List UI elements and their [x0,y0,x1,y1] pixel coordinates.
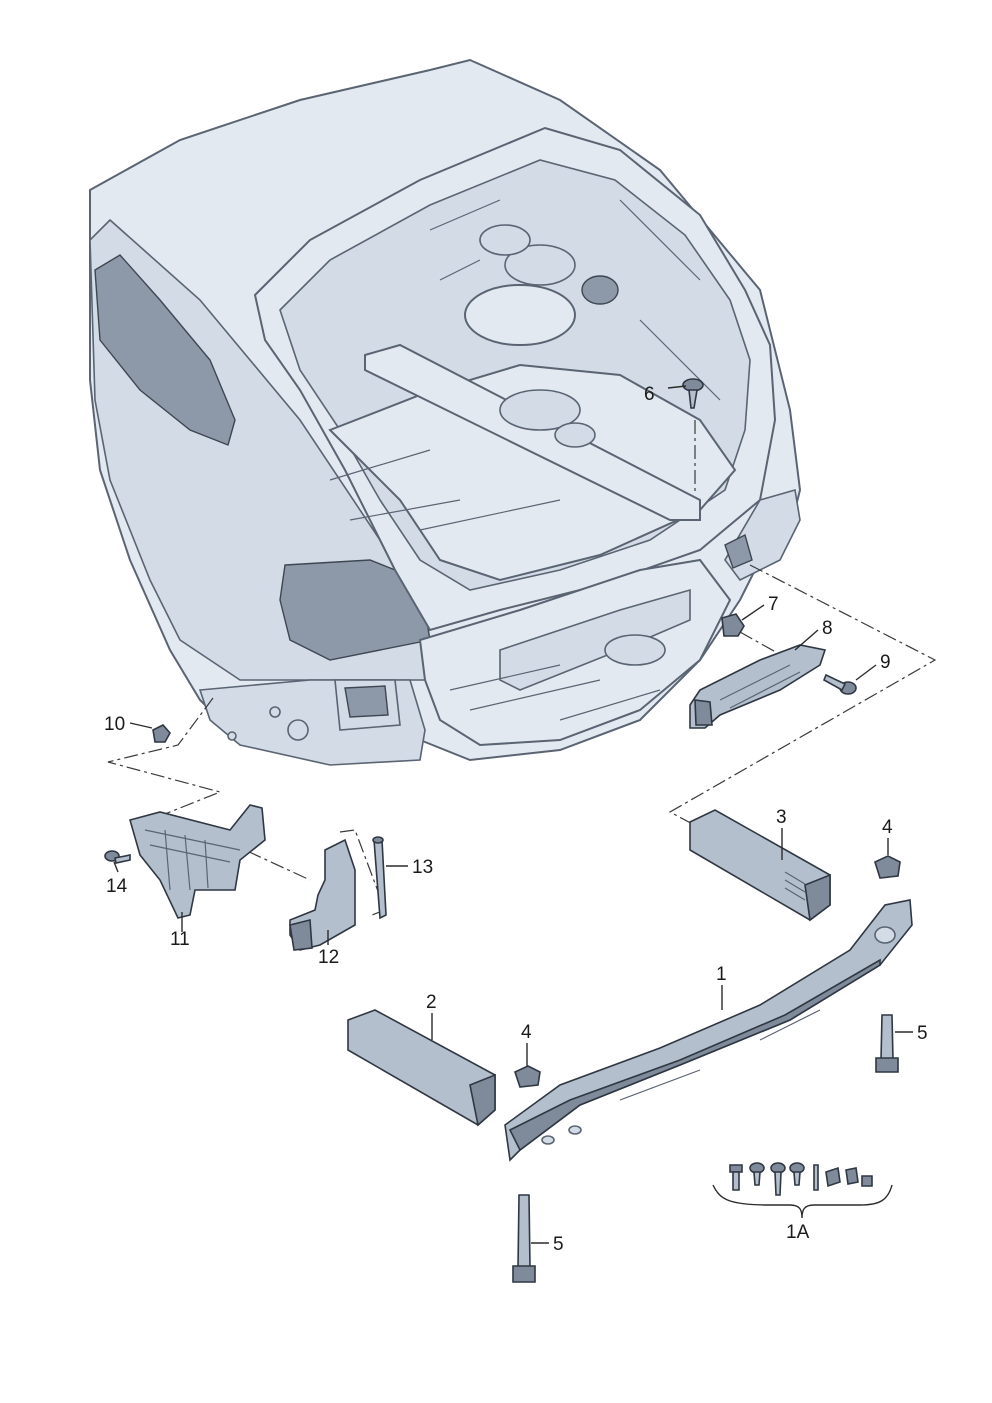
car-rear-body [89,58,802,766]
deformation-element-2 [347,1009,496,1127]
label-1A: 1A [786,1222,810,1243]
bolt-5-left [512,1194,536,1283]
label-13: 13 [412,857,433,878]
screw-6 [682,378,704,409]
label-10: 10 [104,714,125,735]
screw-14 [104,850,131,864]
guide-bracket-11 [129,804,266,919]
guide-7-8 [739,631,791,661]
label-12: 12 [318,947,339,968]
guide-left-mount [107,697,222,821]
label-4-right: 4 [882,817,893,838]
label-11: 11 [170,929,190,950]
label-9: 9 [880,652,891,673]
deformation-element-3 [689,809,831,922]
holder-12 [289,838,356,951]
label-8: 8 [822,618,833,639]
guide-bracket-8 [689,644,827,729]
guide-12-13 [339,829,386,916]
label-2: 2 [426,992,437,1013]
bumper-reinforcement-1 [504,899,913,1162]
pin-13 [372,836,387,920]
label-1: 1 [716,964,727,985]
label-3: 3 [776,807,787,828]
bolt-5-right [875,1014,899,1073]
screw-9 [822,673,857,695]
guide-11-12 [179,819,311,881]
label-4-left: 4 [521,1022,532,1043]
label-14: 14 [106,876,128,897]
label-5-right: 5 [917,1023,928,1044]
guide-right-mount [668,564,937,829]
fastener-kit-1A [729,1162,873,1196]
label-6: 6 [644,384,655,405]
clip-nut-7 [721,613,745,637]
guide-lines [107,420,937,916]
label-7: 7 [768,594,779,615]
label-5-left: 5 [553,1234,564,1255]
nut-10 [152,724,171,743]
leader-lines [113,385,913,1244]
callout-labels: 6 7 8 9 10 14 11 12 13 3 4 2 1 4 5 5 1A [104,384,928,1255]
nut-4-left [514,1065,541,1088]
nut-4-right [874,855,901,879]
